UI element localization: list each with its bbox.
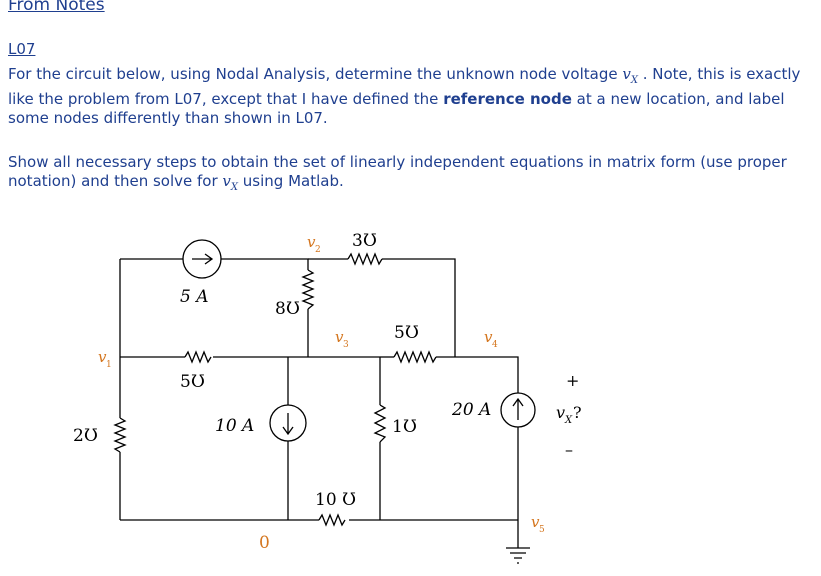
- arrow-right-icon: [192, 253, 214, 265]
- node-v4-label: v: [484, 328, 493, 346]
- node-v2-sub: 2: [315, 245, 321, 255]
- statement-text-a: For the circuit below, using Nodal Analy…: [8, 65, 623, 83]
- node-v1-sub: 1: [106, 360, 112, 370]
- resistor-8: [301, 269, 315, 310]
- label-3-mho: 3Ʊ: [352, 231, 377, 251]
- vx-sub: X: [564, 415, 573, 426]
- current-source-10A: [269, 404, 307, 442]
- resistor-2: [113, 417, 127, 453]
- label-5A: 5 A: [180, 287, 209, 307]
- wire: [436, 356, 519, 393]
- instructions-text-a: Show all necessary steps to obtain the s…: [8, 153, 787, 190]
- vx-subscript-2: X: [230, 182, 239, 193]
- resistor-1: [373, 404, 387, 443]
- ground-symbol: [506, 547, 530, 564]
- node-v5-label: v: [531, 513, 540, 531]
- wire: [382, 258, 456, 357]
- statement-text-c: at a new location, and label some nodes …: [8, 90, 785, 127]
- vx-label: v: [556, 403, 565, 422]
- node-v4-sub: 4: [492, 340, 498, 350]
- lecture-link[interactable]: L07: [8, 40, 36, 58]
- problem-statement: For the circuit below, using Nodal Analy…: [8, 65, 813, 128]
- label-10-mho: 10 Ʊ: [315, 490, 356, 510]
- label-5-mho-mid: 5Ʊ: [394, 323, 419, 343]
- resistor-3: [347, 252, 383, 266]
- wire: [221, 258, 309, 270]
- node-v3-sub: 3: [343, 340, 349, 350]
- node-v5-sub: 5: [539, 525, 545, 535]
- label-20A: 20 A: [451, 400, 491, 420]
- arrow-down-icon: [282, 413, 294, 436]
- label-1-mho: 1Ʊ: [392, 417, 417, 437]
- vx-question: ?: [573, 403, 582, 422]
- current-source-20A: [500, 392, 536, 428]
- vx-variable-2: v: [222, 172, 231, 190]
- label-10A: 10 A: [215, 416, 254, 436]
- reference-node-label: 0: [259, 533, 270, 553]
- label-5-mho-left: 5Ʊ: [180, 372, 205, 392]
- arrow-up-icon: [512, 397, 524, 420]
- resistor-5-left: [184, 350, 212, 364]
- current-source-5A: [182, 239, 222, 279]
- label-2-mho: 2Ʊ: [73, 426, 98, 446]
- vx-variable: v: [622, 65, 631, 83]
- node-v2-label: v: [307, 233, 316, 251]
- page-heading[interactable]: From Notes: [8, 0, 105, 15]
- reference-node-emphasis: reference node: [443, 90, 572, 108]
- node-v1-label: v: [98, 348, 107, 366]
- instructions-text-b: using Matlab.: [238, 172, 344, 190]
- vx-subscript: X: [630, 75, 638, 86]
- instructions: Show all necessary steps to obtain the s…: [8, 153, 813, 197]
- resistor-10: [318, 513, 346, 527]
- node-v3-label: v: [335, 328, 344, 346]
- statement-text-b: . Note, this is exactly like the problem…: [8, 65, 801, 108]
- vx-minus-sign: –: [565, 440, 573, 459]
- label-8-mho: 8Ʊ: [275, 299, 300, 319]
- vx-plus-sign: +: [566, 371, 579, 390]
- resistor-5-mid: [393, 350, 437, 364]
